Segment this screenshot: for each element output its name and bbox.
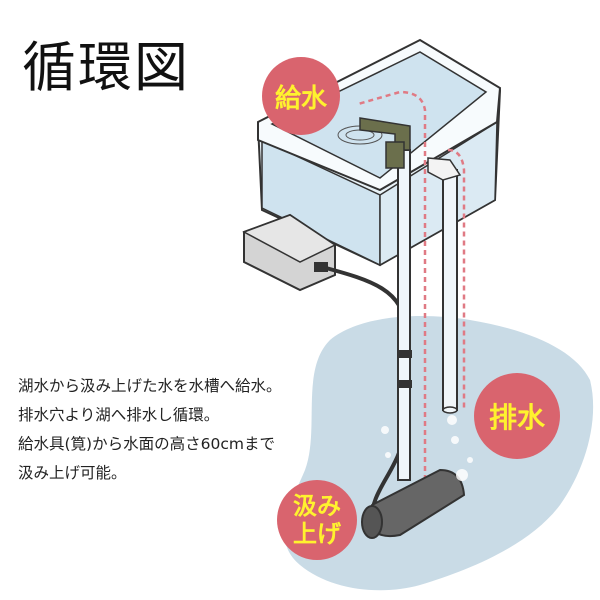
supply-badge-label: 給水 bbox=[274, 83, 327, 114]
pump-badge: 汲み 上げ bbox=[277, 480, 357, 560]
drain-badge-label: 排水 bbox=[488, 401, 545, 434]
supply-pipe bbox=[359, 117, 412, 481]
drain-badge: 排水 bbox=[474, 373, 560, 459]
bubbles bbox=[381, 415, 473, 481]
supply-badge: 給水 bbox=[262, 57, 340, 135]
description: 湖水から汲み上げた水を水槽へ給水。 排水穴より湖へ排水し循環。 給水具(筧)から… bbox=[18, 372, 338, 488]
description-line: 汲み上げ可能。 bbox=[18, 464, 127, 482]
pump-body bbox=[361, 468, 466, 539]
description-line: 湖水から汲み上げた水を水槽へ給水。 bbox=[18, 377, 282, 395]
page-title: 循環図 bbox=[22, 36, 190, 99]
description-line: 給水具(筧)から水面の高さ60cmまで bbox=[18, 435, 275, 453]
controller-box bbox=[242, 213, 337, 292]
pump-badge-line1: 汲み bbox=[293, 492, 341, 520]
pump-badge-line2: 上げ bbox=[293, 520, 341, 548]
description-line: 排水穴より湖へ排水し循環。 bbox=[18, 406, 220, 424]
drain-pipe bbox=[427, 157, 462, 414]
flow-arrows bbox=[357, 90, 466, 480]
